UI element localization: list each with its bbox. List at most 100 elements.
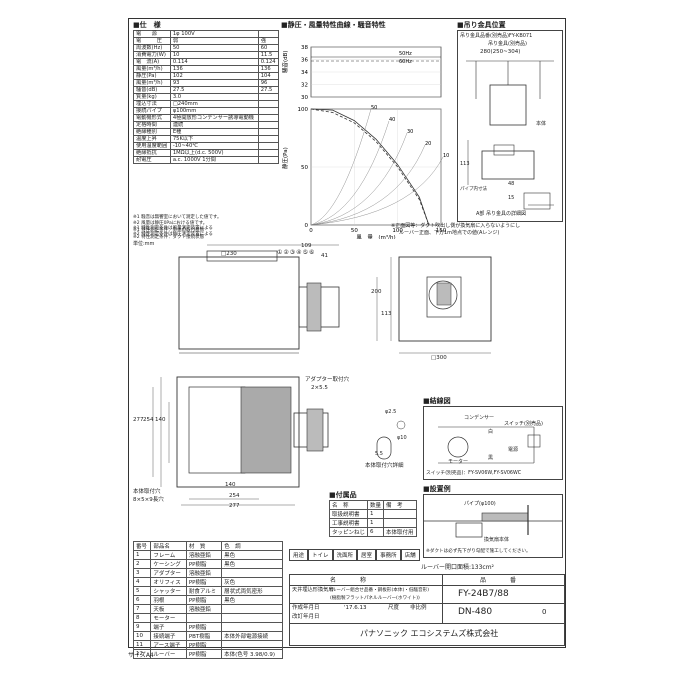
parts-cell [185, 613, 223, 623]
spec-cell [257, 121, 280, 129]
detail-label: 本体取付穴詳細 [365, 463, 404, 469]
install-body-label: 換気扇本体 [484, 537, 510, 543]
parts-cell: モーター [150, 613, 187, 623]
spec-cell: 60 [257, 44, 280, 52]
main-drawings [152, 244, 492, 506]
pressure-tick-label: 50 [301, 165, 308, 171]
spec-cell: 接続パイプ [133, 107, 171, 115]
spec-cell [257, 156, 280, 164]
spec-row: 定格時間連続 [133, 121, 280, 129]
parts-cell: 耐食アルミ [185, 586, 223, 596]
pressure-axis-label: 静圧(Pa) [281, 147, 289, 169]
wiring-black: 黒 [488, 455, 494, 461]
install-diagram [424, 505, 562, 538]
parts-header-cell: 材 質 [185, 541, 223, 551]
parts-cell: 天板 [150, 604, 187, 614]
accessories-title: ■付属品 [329, 491, 357, 499]
hanger-side-label: パイプ内寸法 [460, 187, 487, 192]
usage-cell: 洗面所 [332, 549, 358, 561]
spec-cell: 埋込寸法 [133, 100, 171, 108]
callout-number: ② [283, 249, 290, 256]
callout-number: ⑥ [308, 249, 316, 256]
usage-cell: トイレ [308, 549, 333, 561]
acc-header-cell: 名 称 [328, 500, 369, 510]
tb-revised-label: 改訂年月日 [292, 614, 320, 620]
x-tick-label: 150 [436, 228, 447, 234]
parts-header-cell: 番号 [132, 541, 152, 551]
parts-cell: 12 [132, 649, 152, 659]
hanger-dim-b: 48 [508, 181, 515, 187]
tb-created-label: 作成年月日 [292, 605, 320, 611]
install-title: ■設置例 [423, 485, 451, 493]
tb-drawing-no: DN-480 [458, 607, 493, 617]
spec-cell [257, 128, 280, 136]
wiring-switch-note: スイッチ(別売品)：FY-SV06W,FY-SV06WC [426, 471, 522, 476]
spec-cell: 27.5 [169, 86, 259, 94]
spec-cell: -10~40℃ [169, 142, 259, 150]
resistance-curve [310, 156, 444, 226]
parts-cell: PP樹脂 [185, 595, 223, 605]
usage-cell: 事務所 [376, 549, 401, 561]
parts-cell: 灰色 [221, 577, 283, 587]
parts-cell: ケーシング [150, 559, 187, 569]
spec-cell: 騒音(dB) [133, 86, 171, 94]
parts-header-cell: 部品名 [150, 541, 187, 551]
tb-model: FY-24B7/88 [458, 589, 509, 599]
parts-cell: アース端子 [150, 640, 187, 650]
spec-cell: 絶縁抵抗 [133, 149, 171, 157]
callout-number: ③ [289, 249, 297, 256]
parts-cell: 5 [132, 586, 152, 596]
hanger-dim2: 280(250~304) [480, 49, 521, 55]
series-line-50hz [310, 108, 430, 226]
spec-cell: 風量(m³/h) [133, 79, 171, 87]
tb-created: '17.6.13 [344, 605, 367, 611]
acc-cell [383, 518, 417, 528]
tb-name-2: (ルーバー組合せ品番・鋼板形(本体)・低騒音形) [330, 588, 429, 593]
hanger-title: ■吊り金具位置 [457, 21, 506, 29]
resistance-curve [310, 120, 390, 226]
resistance-curve-label: 40 [389, 117, 395, 123]
parts-cell: 2 [132, 559, 152, 569]
spec-note: ※1 特性測定条件は風量測定装置による [133, 226, 213, 231]
pressure-tick-label: 100 [298, 107, 309, 113]
parts-cell: PP樹脂 [185, 577, 223, 587]
spec-cell: 75K以下 [169, 135, 259, 143]
spec-header-cell: 電 源 [133, 30, 171, 38]
hanger-body-label: 本体 [536, 121, 547, 127]
dim-top-1: □230 [221, 251, 237, 257]
parts-cell: PP樹脂 [185, 622, 223, 632]
spec-cell: 136 [257, 65, 280, 73]
parts-cell: PP樹脂 [185, 640, 223, 650]
title-block: 名 称 品 番 天井埋込形換気扇 (ルーバー組合せ品番・鋼板形(本体)・低騒音形… [289, 574, 565, 646]
noise-tick-label: 34 [301, 70, 308, 76]
acc-cell: 本体取付用 [383, 527, 417, 537]
usage-cell: 居室 [357, 549, 377, 561]
parts-cell: PP樹脂 [185, 649, 223, 659]
wiring-box: コンデンサー モーター スイッチ(別売品) 電源 白 黒 スイッチ(別売品)：F… [423, 406, 563, 480]
adapter-size: 2×5.5 [311, 385, 328, 391]
dim-side-2: 113 [381, 311, 392, 317]
parts-cell: 端子 [150, 622, 187, 632]
parts-header-cell: 色 調 [221, 541, 283, 551]
parts-cell [221, 613, 283, 623]
wiring-white: 白 [488, 429, 494, 435]
spec-cell: 強 [257, 37, 280, 45]
dim-side-1: 200 [371, 289, 382, 295]
dim-bottom-1: 140 [225, 482, 236, 488]
x-axis-label: 風 量 (m³/h) [356, 234, 395, 239]
parts-cell: 溶融亜鉛 [185, 568, 223, 578]
parts-cell: 溶融亜鉛 [185, 604, 223, 614]
acc-cell [383, 509, 417, 519]
detail-dim-3: 5.5 [375, 451, 383, 457]
spec-row: 電 圧弱強 [133, 37, 280, 45]
